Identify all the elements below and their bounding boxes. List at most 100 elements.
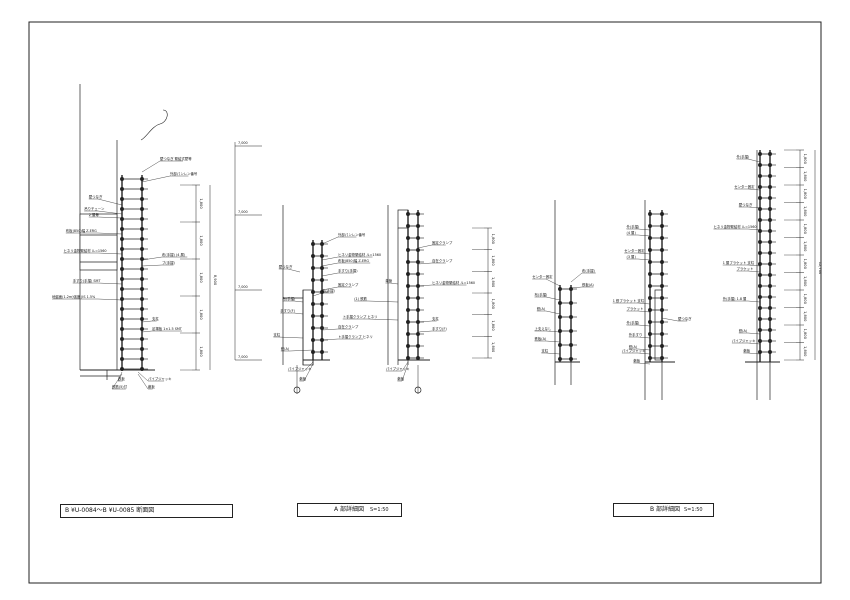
- d3-text: 鉄(A): [739, 328, 748, 333]
- d2-text: 外部パンレン番号: [338, 232, 366, 237]
- d2-text: ヒネリ金物緊結材 ル=1560: [432, 280, 475, 285]
- d2-text: ヒネリ金物緊結材 ル=1560: [338, 252, 381, 257]
- d3t-scaffold-clamp: [758, 350, 762, 354]
- d3-text: 外(手摺): [737, 154, 750, 159]
- d3-dim-total: 12,700: [818, 262, 822, 275]
- d1-callout: 鉄筋(5)付: [111, 373, 128, 390]
- d3t-scaffold-clamp: [758, 240, 762, 244]
- d2-leader: [287, 268, 301, 273]
- d3m-scaffold-clamp: [648, 332, 652, 336]
- d3-callout: 支柱: [541, 348, 561, 355]
- d1-leader: [97, 216, 123, 219]
- d2-leader: [417, 330, 433, 333]
- d2-text: 手すり(F): [432, 326, 447, 331]
- d3-text: 外(手摺): [627, 320, 640, 325]
- d3-callout: 布(手摺): [570, 268, 596, 283]
- d2-leader: [321, 272, 339, 277]
- d3-dim-value: 1,800: [803, 171, 807, 182]
- d1-dim-total: 8,900: [213, 275, 217, 286]
- d3-callout: 外(手摺): [736, 154, 761, 163]
- d2-callout: 手すり(手摺): [321, 268, 358, 277]
- d3-dim-value: 1,800: [803, 154, 807, 165]
- d2-level: 7,000: [238, 141, 248, 145]
- d2-callout: 鉄(A): [280, 346, 314, 352]
- d1-callout: 足場板 1×1.5 SMT: [141, 326, 183, 333]
- d3-callout: ヒネリ金物緊結材 ル=1560: [713, 224, 761, 231]
- d1-callout: 敷板: [137, 373, 155, 390]
- d3-callout: ブラケット: [626, 306, 651, 313]
- d3-callout: 鉄板(A): [534, 336, 561, 343]
- d3-callout: 壁つなぎ: [738, 202, 761, 209]
- d3-leader: [637, 252, 651, 255]
- d2-text: 固定クランプ: [338, 282, 359, 287]
- d1-leader: [141, 256, 163, 261]
- d2a-scaffold-clamp: [311, 266, 315, 270]
- d3t-scaffold-clamp: [758, 284, 762, 288]
- d2a-scaffold-clamp: [311, 326, 315, 330]
- d3-dim-value: 1,800: [803, 189, 807, 200]
- d3-callout: センター固定: [624, 248, 651, 255]
- d3-dim-value: 1,800: [803, 259, 807, 270]
- d3-text: センター固定: [734, 184, 755, 189]
- d2-text: (1) 鉄筋: [354, 296, 367, 301]
- d1-text: 鉄板: [118, 376, 125, 381]
- d3-leader: [637, 324, 651, 327]
- detail-b-scale: S=1:50: [684, 507, 703, 513]
- d3-leader: [545, 310, 561, 315]
- d2-dim-value: 1,800: [491, 255, 495, 266]
- d2-leader: [321, 328, 339, 331]
- d1-dim-value: 1,800: [199, 272, 203, 283]
- d1-leader: [97, 198, 123, 206]
- d3-leader: [570, 286, 583, 289]
- d2-text: ト手摺クランプ ヒネリ: [338, 334, 373, 339]
- d2-leader: [293, 300, 304, 303]
- d2-text: 布(手摺): [283, 296, 296, 301]
- d3t-scaffold-clamp: [758, 306, 762, 310]
- d3t-scaffold-clamp: [758, 317, 762, 321]
- d3-callout: (3 層): [626, 254, 651, 261]
- d1-callout: パイプジャッキ: [137, 371, 172, 382]
- d3m-scaffold-clamp: [648, 344, 652, 348]
- detail-b-drawing: 1,8001,8001,8001,8001,8001,8001,8001,800…: [554, 149, 822, 400]
- d3m-scaffold-clamp: [648, 224, 652, 228]
- d1-leader: [141, 160, 161, 173]
- d3-text: 敷板: [743, 348, 750, 353]
- d2a-scaffold-clamp: [311, 314, 315, 318]
- d3m-scaffold-clamp: [648, 272, 652, 276]
- detail-a-scale: S=1:50: [370, 507, 389, 513]
- d3-text: 布(手摺): [535, 292, 548, 297]
- d3-text: 外手すり: [629, 332, 643, 337]
- detail-a-title: A 部詳細図: [334, 506, 365, 513]
- d3-callout: 敷板: [633, 358, 651, 365]
- d3-leader: [570, 272, 583, 283]
- d1-scaffold-clamp: [120, 197, 124, 201]
- d2-text: 支柱: [273, 332, 280, 337]
- d3m-scaffold-clamp: [648, 356, 652, 360]
- d2b-scaffold-clamp: [406, 224, 410, 228]
- d2-dim-value: 1,800: [491, 234, 495, 245]
- d3s-scaffold-clamp: [558, 357, 562, 361]
- d2-text: 手すり(手摺): [338, 268, 358, 273]
- d3t-scaffold-clamp: [758, 339, 762, 343]
- d3-leader: [545, 330, 561, 333]
- d2-text: 固定クランプ: [432, 240, 453, 245]
- d1-text: 布板(850)幅 Z-ERG: [66, 228, 97, 233]
- d3-callout: 壁つなぎ: [661, 316, 692, 322]
- d2-callout: (1) 鉄筋: [354, 296, 399, 303]
- d2-text: 支柱: [432, 316, 439, 321]
- d3-text: 支柱: [541, 348, 548, 353]
- d2-text: 布板(850)幅 Z-ERG: [338, 258, 369, 263]
- d2b-scaffold-clamp: [406, 332, 410, 336]
- d3s-scaffold-clamp: [558, 301, 562, 305]
- d1-scaffold-clamp: [120, 367, 124, 371]
- d2b-scaffold-clamp: [406, 272, 410, 276]
- d3-callout: 1 鉄ブラケット 支柱: [612, 298, 651, 305]
- d1-callout: 布板(850)幅 Z-ERG: [65, 228, 123, 235]
- d1-callout: ブ(手摺): [141, 260, 175, 267]
- d3t-scaffold-clamp: [758, 218, 762, 222]
- d3-text: ブラケット: [627, 306, 644, 311]
- d2-callout: 敷板: [397, 363, 409, 382]
- d2-leader: [417, 320, 433, 323]
- elevation-title: B ¥U-0084～B ¥U-0085 断面図: [65, 507, 155, 514]
- d2b-scaffold-clamp: [406, 212, 410, 216]
